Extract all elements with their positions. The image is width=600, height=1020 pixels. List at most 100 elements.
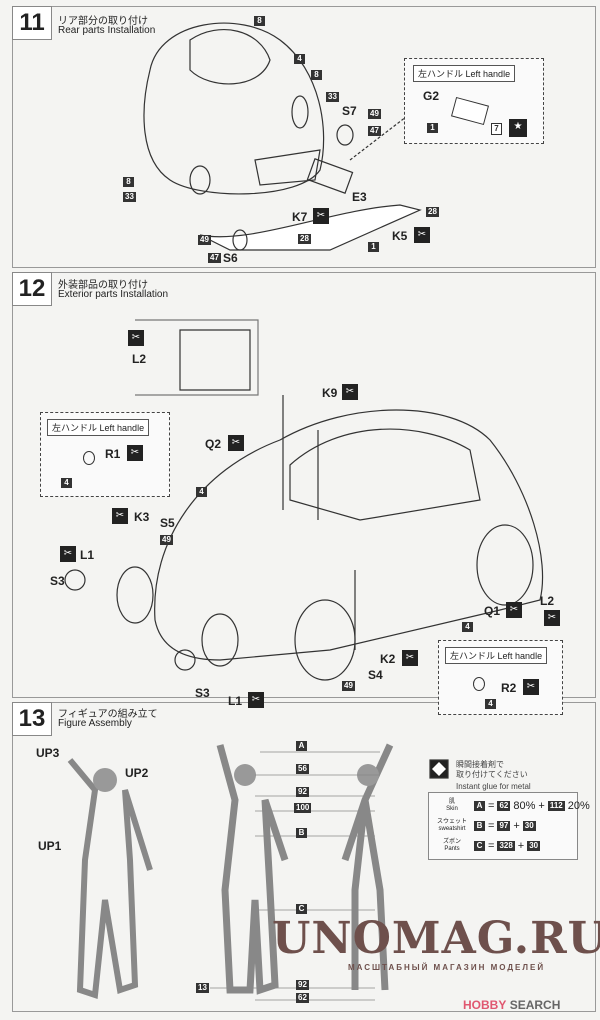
wheel <box>294 599 356 681</box>
part-number: 7 <box>491 123 502 135</box>
headlight-part <box>174 649 196 671</box>
paint-code: 30 <box>522 821 536 831</box>
rear-window <box>189 29 271 85</box>
glue-jp-2: 取り付けてください <box>456 770 528 779</box>
cut-icon: ✂ <box>112 508 128 524</box>
part-number: 4 <box>61 478 72 488</box>
paint-code: 62 <box>497 801 511 811</box>
part-label: S7 <box>342 104 357 118</box>
headlight-part <box>64 569 86 591</box>
part-label: K5 <box>392 229 408 243</box>
part-number: 49 <box>160 535 173 545</box>
step-title-jp: 外装部品の取り付け <box>58 280 148 291</box>
part-number: 28 <box>298 234 311 244</box>
figure-left <box>67 758 153 1000</box>
part-letter: A <box>296 741 307 751</box>
part-label: UP2 <box>125 766 149 780</box>
part-label: L2 <box>540 594 555 608</box>
paint-letter: C <box>474 841 485 851</box>
callout-frame <box>135 319 259 396</box>
part-number: 47 <box>208 253 221 263</box>
part-number: 49 <box>368 109 381 119</box>
part-label: L2 <box>132 352 147 366</box>
door-window <box>179 329 251 391</box>
fender <box>116 566 154 624</box>
brand-search: SEARCH <box>509 998 561 1012</box>
paint-code: 30 <box>527 841 541 851</box>
wheel <box>476 524 534 606</box>
figure-back <box>341 743 394 991</box>
part-label: L1 <box>80 548 95 562</box>
leader-lines <box>210 751 380 1001</box>
part-number: 56 <box>296 764 309 774</box>
part-number: 4 <box>196 487 207 497</box>
cut-icon: ✂ <box>60 546 76 562</box>
left-handle-jp: 左ハンドル <box>418 69 464 79</box>
part-number: 33 <box>123 192 136 202</box>
part-label: E3 <box>352 190 367 204</box>
part-number: 92 <box>296 980 309 990</box>
left-handle-en: Left handle <box>497 651 543 661</box>
step-11-panel <box>12 6 596 268</box>
part-number: 8 <box>123 177 134 187</box>
cut-icon: ✂ <box>414 227 430 243</box>
watermark: UNOMAG.RU <box>272 913 600 964</box>
part-label: K9 <box>322 386 338 400</box>
step-13-panel <box>12 702 596 1012</box>
part-label: R1 <box>105 447 121 461</box>
paint-jp: 肌 <box>448 799 455 805</box>
part-number: 100 <box>294 803 312 813</box>
left-handle-callout: 左ハンドル Left handle G2 1 7 ★ <box>404 58 544 144</box>
step-title-jp: リア部分の取り付け <box>58 16 148 27</box>
part-number: 4 <box>294 54 305 64</box>
part-number: 1 <box>427 123 438 133</box>
part-number: 4 <box>462 622 473 632</box>
paint-letter: B <box>474 821 485 831</box>
part-label: K2 <box>380 652 396 666</box>
car-rear-body <box>143 22 325 195</box>
star-icon: ★ <box>509 119 527 137</box>
paint-jp: スウェット <box>436 819 467 825</box>
left-handle-callout: 左ハンドル Left handle R2 ✂ 4 <box>438 640 563 715</box>
license-plate <box>306 158 354 194</box>
step-number: 11 <box>12 6 52 40</box>
step-title-en: Rear parts Installation <box>58 25 156 36</box>
part-number: 33 <box>326 92 339 102</box>
figure-head <box>234 764 256 786</box>
callout-leader <box>349 109 416 161</box>
tail-light <box>291 95 309 129</box>
car-windows <box>289 428 481 521</box>
part-number: 1 <box>368 242 379 252</box>
tail-light <box>189 165 211 195</box>
part-label: L1 <box>228 694 243 708</box>
watermark-subtitle: МАСШТАБНЫЙ МАГАЗИН МОДЕЛЕЙ <box>348 963 546 972</box>
part-number: 62 <box>296 993 309 1003</box>
part-number: 49 <box>198 235 211 245</box>
cut-icon: ✂ <box>128 330 144 346</box>
left-handle-en: Left handle <box>99 423 145 433</box>
paint-percent: 80% <box>513 800 536 812</box>
part-label: UP3 <box>36 746 60 760</box>
part-number: 28 <box>426 207 439 217</box>
figure-head <box>93 768 117 792</box>
part-number: 92 <box>296 787 309 797</box>
left-handle-tag: 左ハンドル Left handle <box>413 65 516 82</box>
part-label: R2 <box>501 681 517 695</box>
part-label: S4 <box>368 668 383 682</box>
part-label: K7 <box>292 210 308 224</box>
figure-front <box>216 744 289 995</box>
part-number: 8 <box>254 16 265 26</box>
paint-en: Skin <box>446 806 458 812</box>
brand-hobby: HOBBY <box>463 998 507 1012</box>
paint-jp: ズボン <box>442 839 461 845</box>
step-12-panel <box>12 272 596 698</box>
part-label: S3 <box>50 574 65 588</box>
plate-bracket <box>254 149 321 186</box>
paint-en: sweatshirt <box>438 826 466 832</box>
part-label: K3 <box>134 510 150 524</box>
